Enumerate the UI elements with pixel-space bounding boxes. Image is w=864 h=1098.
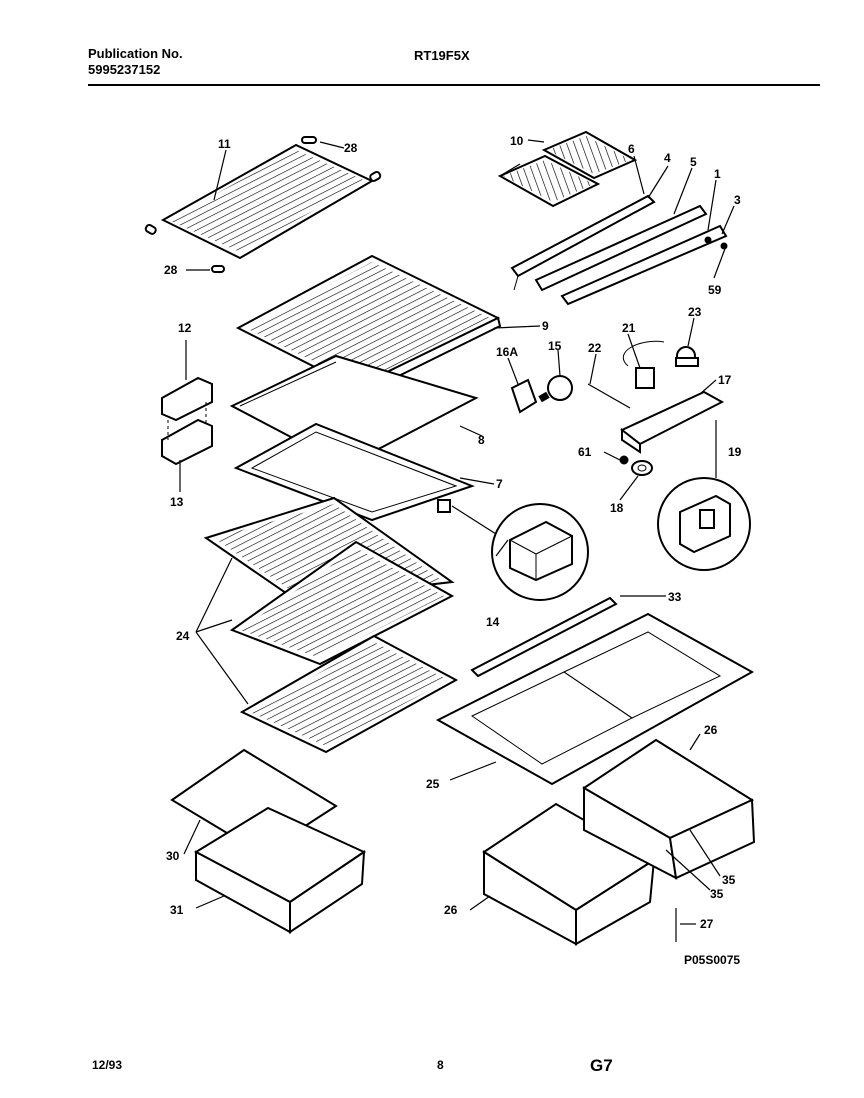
control-housing: [620, 390, 725, 454]
callout-11: 11: [218, 137, 231, 151]
callout-18: 18: [610, 501, 624, 515]
callout-19: 19: [728, 445, 742, 459]
callout-28: 28: [164, 263, 178, 277]
light-bulb: [538, 375, 573, 403]
callout-24: 24: [176, 629, 190, 643]
callout-23: 23: [688, 305, 702, 319]
ice-cube-trays: [497, 130, 638, 208]
callout-26: 26: [444, 903, 458, 917]
light-socket: [510, 378, 538, 414]
dairy-door-upper: [161, 376, 213, 422]
model-number: RT19F5X: [414, 48, 470, 63]
defrost-timer: [622, 340, 665, 389]
cantilever-shelf: [229, 540, 455, 666]
callout-61: 61: [578, 445, 592, 459]
crisper-pan-right: [582, 738, 756, 880]
callout-15: 15: [548, 339, 562, 353]
callout-33: 33: [668, 590, 682, 604]
callout-1: 1: [714, 167, 721, 181]
callout-5: 5: [690, 155, 697, 169]
callout-4: 4: [664, 151, 671, 165]
callout-31: 31: [170, 903, 184, 917]
footer-page-number: 8: [437, 1058, 444, 1072]
damper-control-detail: [491, 503, 589, 601]
callout-7: 7: [496, 477, 503, 491]
drawing-code: P05S0075: [684, 953, 740, 967]
callout-25: 25: [426, 777, 440, 791]
callout-22: 22: [588, 341, 602, 355]
callout-13: 13: [170, 495, 184, 509]
dairy-door-lower: [161, 418, 213, 466]
callout-26: 26: [704, 723, 718, 737]
glass-shelf-frame: [233, 422, 475, 522]
callout-10: 10: [510, 134, 524, 148]
callout-35: 35: [710, 887, 724, 901]
callout-59: 59: [708, 283, 722, 297]
control-knob: [631, 460, 653, 476]
ice-tray-rails: [510, 194, 728, 306]
footer-section-code: G7: [590, 1056, 613, 1075]
callout-6: 6: [628, 142, 635, 156]
thermostat: [675, 346, 699, 367]
callout-8: 8: [478, 433, 485, 447]
callout-27: 27: [700, 917, 714, 931]
damper-part: [437, 499, 451, 513]
callout-17: 17: [718, 373, 732, 387]
meat-keeper-pan: [193, 806, 367, 934]
freezer-wire-shelf: [160, 143, 375, 260]
callout-28: 28: [344, 141, 358, 155]
cantilever-shelf: [239, 634, 459, 754]
crisper-pan-left: [482, 802, 656, 946]
callout-21: 21: [622, 321, 636, 335]
callout-30: 30: [166, 849, 180, 863]
shelf-support-pegs: [144, 136, 382, 273]
header-rule: [88, 84, 820, 86]
screw: [619, 455, 629, 465]
callout-16a: 16A: [496, 345, 518, 359]
publication-label: Publication No.: [88, 46, 183, 61]
callout-9: 9: [542, 319, 549, 333]
callout-12: 12: [178, 321, 192, 335]
crisper-cover-frame: [435, 612, 755, 786]
light-switch-detail: [657, 477, 751, 571]
mounting-rod: [587, 383, 631, 409]
publication-number: 5995237152: [88, 62, 161, 77]
page-header: Publication No. 5995237152 RT19F5X: [88, 46, 820, 88]
footer-date: 12/93: [92, 1058, 123, 1072]
callout-3: 3: [734, 193, 741, 207]
callout-35: 35: [722, 873, 736, 887]
crisper-trim: [470, 596, 618, 678]
callout-14: 14: [486, 615, 500, 629]
